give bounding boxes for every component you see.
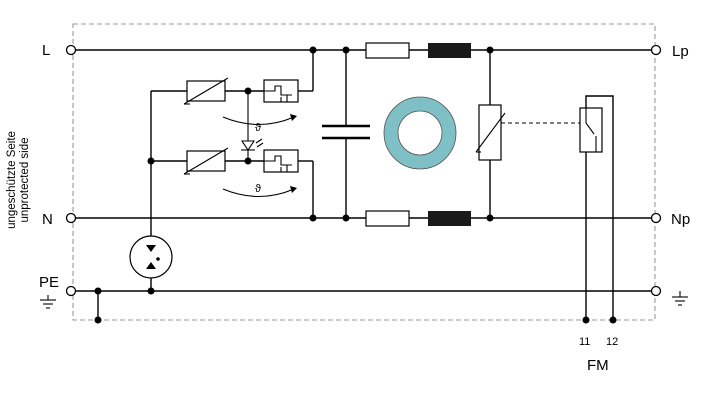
fm-contact-11: 11 [579, 336, 590, 348]
resistor-icon [365, 210, 410, 227]
label-L: L [42, 42, 50, 59]
label-N: N [42, 211, 53, 228]
terminal-PE [65, 285, 77, 297]
label-PE: PE [39, 274, 59, 291]
side-label-en: unprotected side [19, 137, 31, 222]
thermal-fuse-icon [222, 79, 299, 125]
theta-symbol: ϑ [255, 183, 261, 195]
inductor-icon [428, 211, 471, 226]
terminal-L [65, 44, 77, 56]
side-label-de: ungeschützte Seite [6, 131, 18, 229]
toroid-icon [383, 96, 457, 170]
inductor-icon [428, 43, 471, 58]
varistor-icon [183, 147, 229, 175]
fm-label: FM [587, 357, 609, 374]
theta-symbol: ϑ [255, 122, 261, 134]
led-icon [240, 138, 264, 151]
earth-ground-icon [40, 295, 56, 309]
terminal-PE-right [650, 285, 662, 297]
device-enclosure [72, 23, 656, 321]
varistor-icon [475, 104, 506, 161]
terminal-N [65, 212, 77, 224]
switch-icon [579, 107, 603, 153]
fm-contact-12: 12 [606, 336, 618, 348]
terminal-Lp [650, 44, 662, 56]
capacitor-icon [322, 50, 370, 218]
terminal-Np [650, 212, 662, 224]
resistor-icon [365, 42, 410, 59]
gas-discharge-tube-icon [129, 235, 173, 279]
earth-ground-icon [672, 291, 688, 306]
label-Lp: Lp [672, 43, 689, 60]
varistor-icon [183, 77, 229, 105]
label-Np: Np [671, 211, 690, 228]
